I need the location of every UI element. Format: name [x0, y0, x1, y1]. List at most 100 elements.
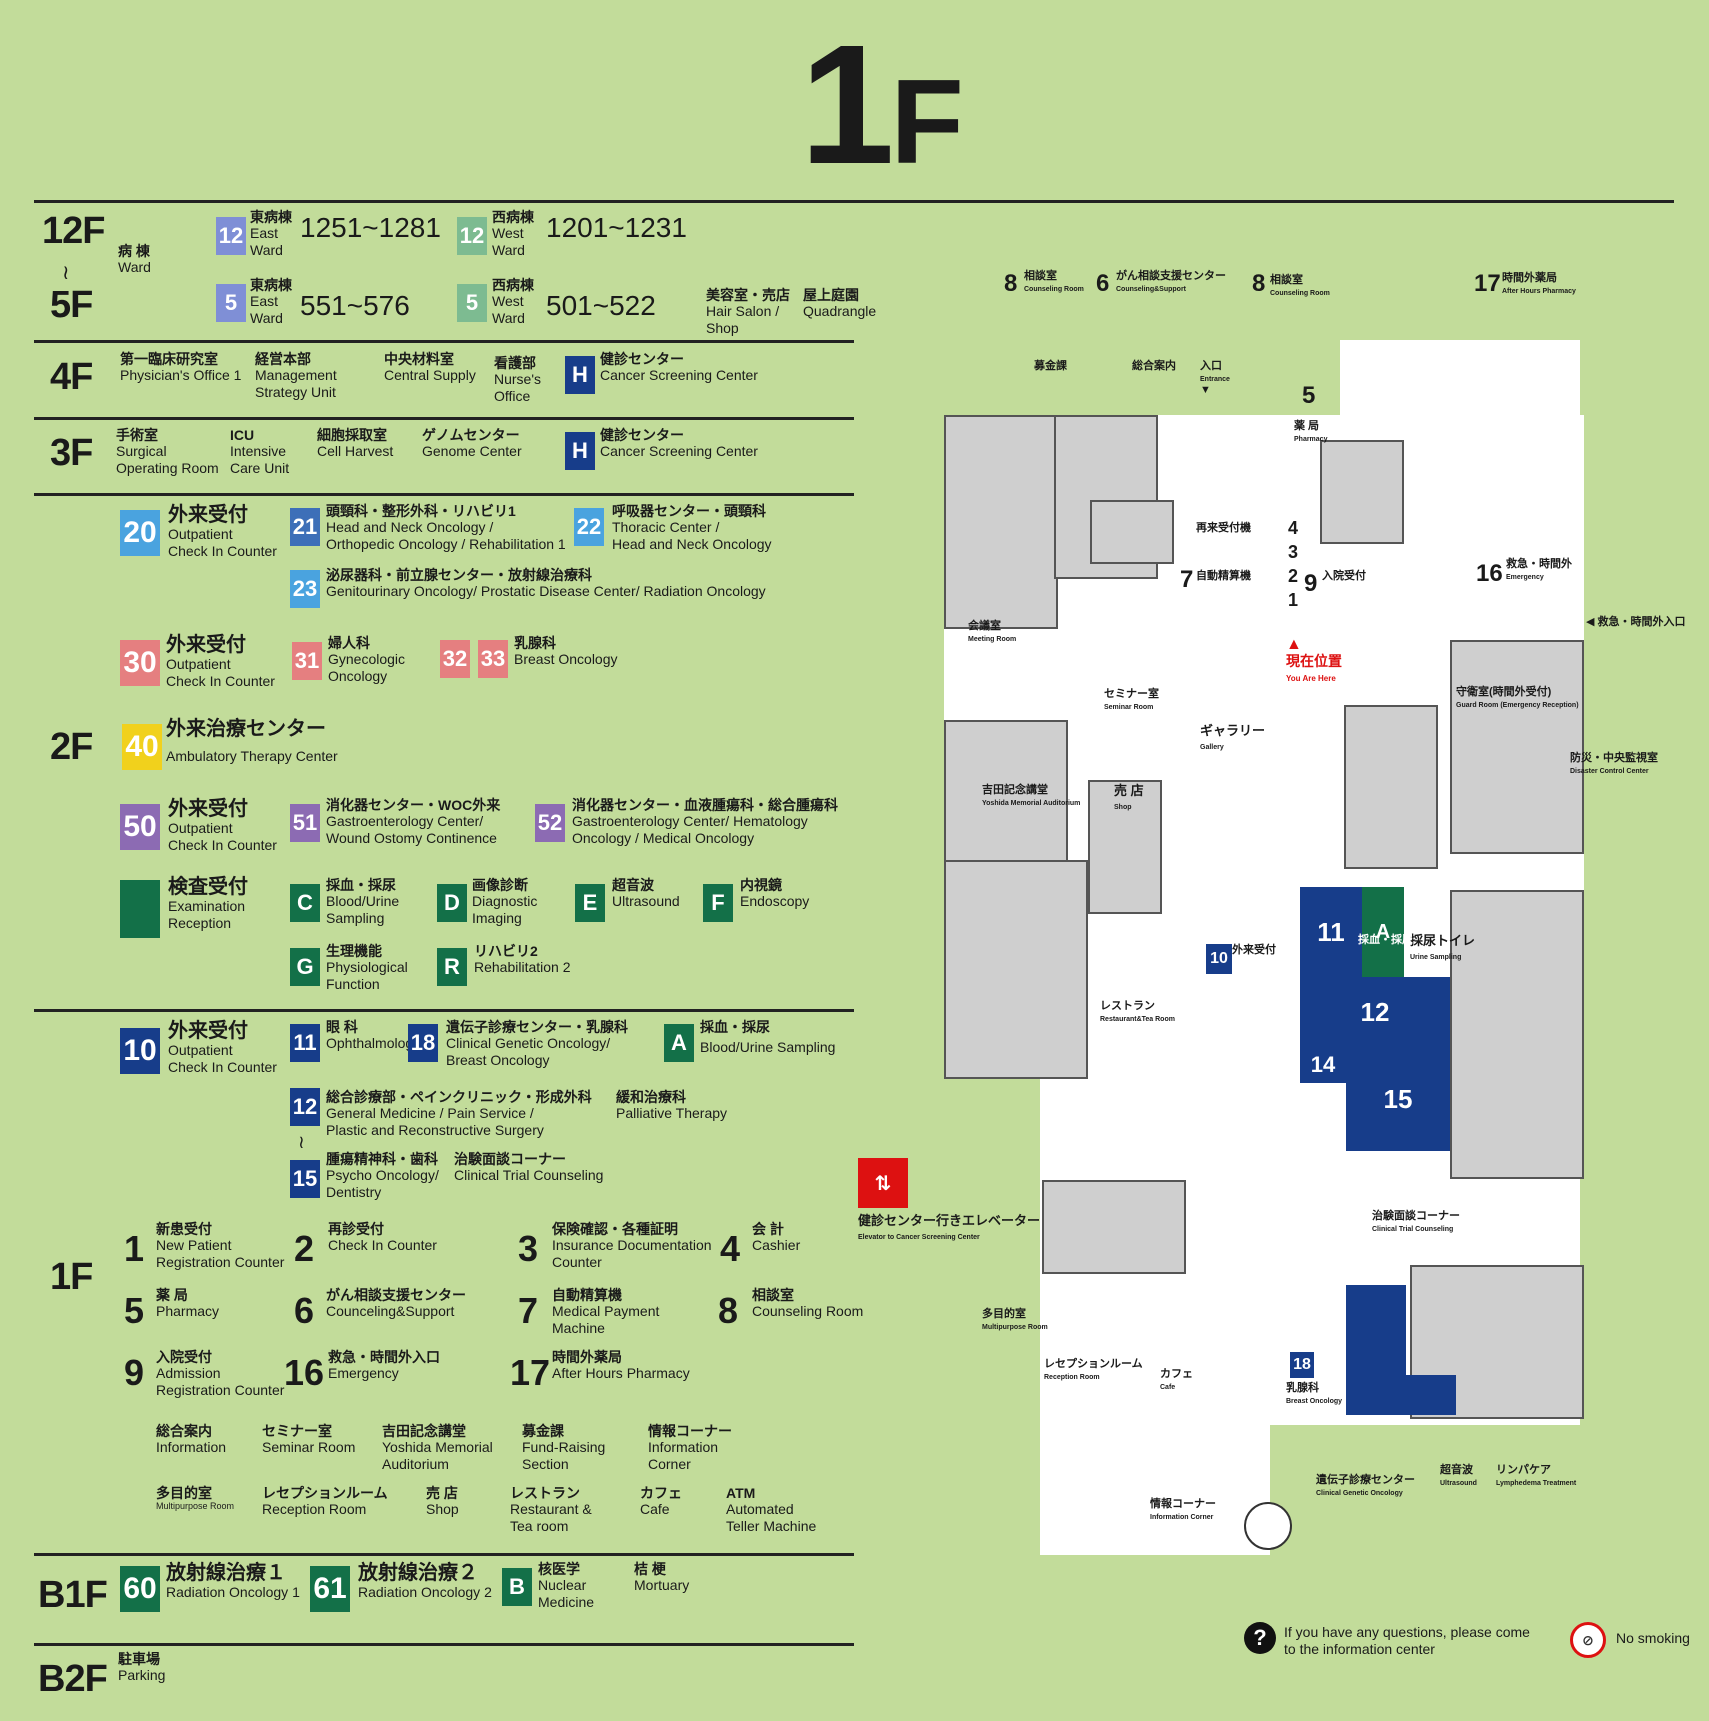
map-num-5: 5	[1302, 382, 1316, 409]
map-label-info: 総合案内	[1132, 360, 1176, 372]
map-dept-14: 14	[1300, 1047, 1346, 1083]
badge-c: C	[290, 884, 320, 922]
room-range: 1251~1281	[300, 212, 441, 243]
elevator-icon: ⇅	[858, 1158, 908, 1208]
range-tilde: ≀	[298, 1132, 305, 1152]
map-lymph-block	[1406, 1375, 1456, 1415]
badge-f: F	[703, 884, 733, 922]
badge-32: 32	[440, 640, 470, 678]
map-num-6: 6	[1096, 270, 1110, 297]
title-rule	[34, 200, 1674, 203]
exam-swatch	[120, 880, 160, 938]
badge-30: 30	[120, 640, 160, 686]
map-num-9: 9	[1304, 570, 1318, 597]
room-range: 501~522	[546, 290, 656, 321]
map-room-shop	[1088, 780, 1162, 914]
map-dept-15: 15	[1346, 1047, 1450, 1151]
num-6: 6	[294, 1290, 315, 1331]
map-room	[1090, 500, 1174, 564]
map-north-wing	[1340, 340, 1580, 420]
map-room	[944, 860, 1088, 1079]
badge-r: R	[437, 948, 467, 986]
badge-20: 20	[120, 510, 160, 556]
room-range: 551~576	[300, 290, 410, 321]
num-16: 16	[284, 1352, 325, 1393]
map-label-guard: 守衛室(時間外受付)Guard Room (Emergency Receptio…	[1456, 686, 1579, 710]
badge-e: E	[575, 884, 605, 922]
map-dept-18-block	[1346, 1285, 1406, 1415]
num-3: 3	[518, 1228, 539, 1269]
badge-12: 12	[290, 1088, 320, 1126]
badge-11: 11	[290, 1024, 320, 1062]
badge-33: 33	[478, 640, 508, 678]
room-range: 1201~1231	[546, 212, 687, 243]
badge-52: 52	[535, 804, 565, 842]
floor-label-5f: 5F	[50, 284, 93, 326]
badge-east-12: 12	[216, 217, 246, 255]
num-9: 9	[124, 1352, 145, 1393]
map-room	[1042, 1180, 1186, 1274]
map-kiosk-1: 1	[1288, 590, 1299, 610]
badge-18: 18	[408, 1024, 438, 1062]
badge-31: 31	[292, 642, 322, 680]
badge-15: 15	[290, 1160, 320, 1198]
map-label-emergency-entrance: ◀ 救急・時間外入口	[1586, 616, 1686, 628]
map-kiosk-4: 4	[1288, 518, 1299, 538]
no-smoking-label: No smoking	[1616, 1630, 1690, 1646]
map-dept-12: 12	[1300, 977, 1450, 1047]
badge-west-5: 5	[457, 284, 487, 322]
map-dept-10: 10	[1206, 944, 1232, 974]
num-5: 5	[124, 1290, 145, 1331]
badge-h-4f: H	[565, 356, 595, 394]
floor-label-3f: 3F	[50, 432, 93, 474]
map-label-autopay: 自動精算機	[1196, 570, 1251, 582]
floor-label-1f: 1F	[50, 1256, 93, 1298]
